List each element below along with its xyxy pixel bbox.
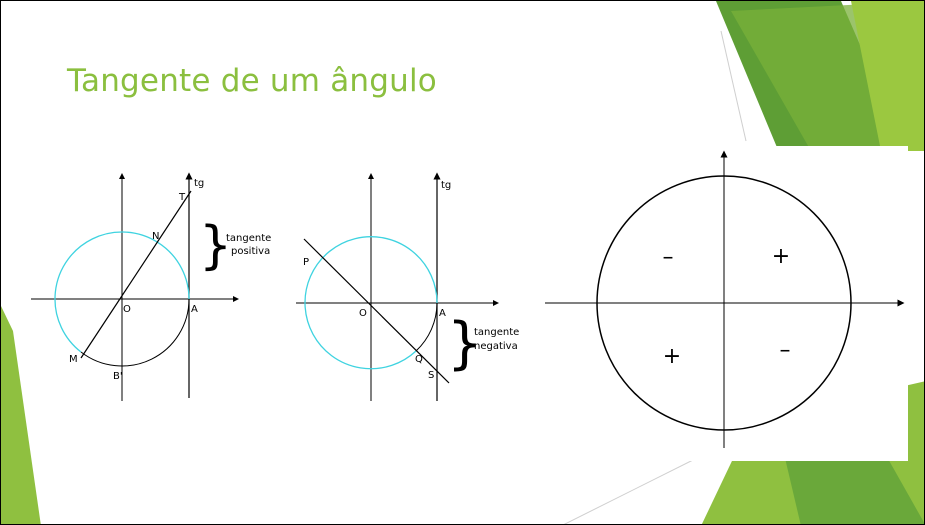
unit-circle-arc-lower: [415, 302, 438, 352]
label-N: N: [152, 231, 159, 242]
secant-line: [303, 238, 450, 384]
label-O: O: [123, 304, 131, 315]
label-Q: Q: [415, 354, 423, 365]
label-A: A: [439, 308, 446, 319]
unit-circle-arc-highlight: [54, 231, 190, 353]
brace-label-line2: negativa: [474, 341, 518, 352]
label-T: T: [178, 192, 186, 203]
deco-thin-line-bottom: [563, 455, 702, 524]
brace-label-line1: tangente: [226, 233, 271, 244]
sign-quadrant-III: +: [663, 344, 681, 369]
positive-tangent-diagram: tg T N O A M B' } tangente positiva: [31, 172, 271, 401]
deco-light-green-shape: [851, 1, 924, 151]
negative-tangent-diagram: tg P O A Q S } tangente negativa: [296, 172, 519, 401]
brace-positive: }: [199, 216, 232, 276]
slide-title: Tangente de um ângulo: [67, 63, 437, 99]
label-tg: tg: [441, 180, 451, 191]
label-B: B': [113, 371, 123, 382]
unit-circle-arc-highlight: [304, 236, 438, 370]
sign-quadrant-IV: –: [780, 338, 791, 363]
brace-negative: }: [447, 311, 483, 376]
secant-line: [80, 190, 192, 359]
label-O: O: [359, 308, 367, 319]
brace-label-line2: positiva: [231, 246, 270, 257]
deco-thin-line: [720, 30, 747, 142]
sign-quadrant-II: –: [663, 245, 674, 270]
unit-circle-arc-lower: [80, 298, 190, 367]
label-M: M: [69, 354, 78, 365]
sign-quadrant-I: +: [772, 244, 790, 269]
label-P: P: [303, 257, 309, 268]
brace-label-line1: tangente: [474, 327, 519, 338]
label-tg: tg: [194, 178, 204, 189]
unit-circle: [596, 175, 852, 431]
deco-left-green-shape: [1, 306, 41, 524]
label-S: S: [428, 370, 434, 381]
tangent-sign-diagram: – + + –: [543, 146, 908, 461]
label-A: A: [191, 304, 198, 315]
